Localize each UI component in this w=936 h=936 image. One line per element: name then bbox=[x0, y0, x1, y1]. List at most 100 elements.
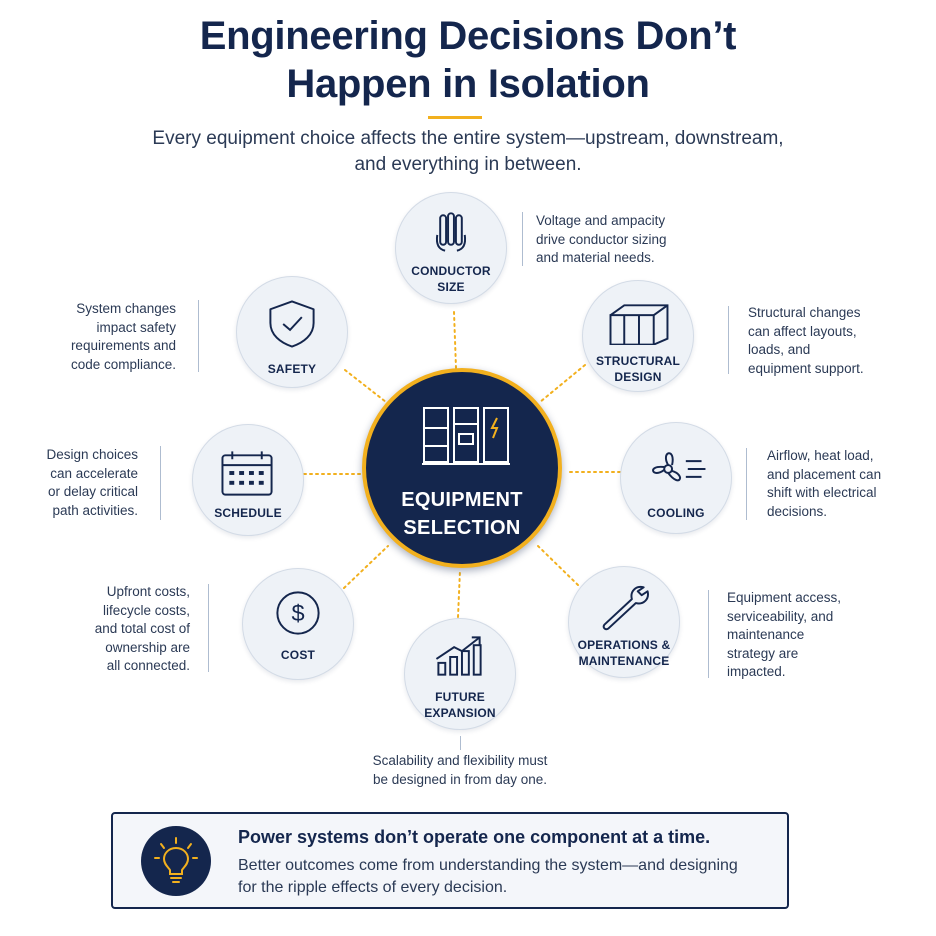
future-label-line-2: EXPANSION bbox=[424, 706, 496, 720]
operations-label-line-2: MAINTENANCE bbox=[578, 654, 670, 668]
structural-label-line-2: DESIGN bbox=[614, 370, 662, 384]
callout-text: Better outcomes come from understanding … bbox=[238, 855, 778, 899]
desc-operations-line: serviceability, and bbox=[727, 608, 834, 624]
operations-label-line-1: OPERATIONS & bbox=[577, 638, 671, 652]
connector-future bbox=[457, 569, 461, 618]
desc-cooling: Airflow, heat load, and placement can sh… bbox=[767, 447, 881, 521]
desc-safety: System changes impact safety requirement… bbox=[40, 300, 176, 374]
title-line-1: Engineering Decisions Don’t bbox=[199, 14, 737, 58]
desc-schedule-line: path activities. bbox=[52, 502, 138, 518]
growth-chart-icon bbox=[435, 636, 482, 676]
conductor-label-line-2: SIZE bbox=[437, 280, 465, 294]
wrench-icon bbox=[602, 585, 649, 631]
callout-text-line-2: for the ripple effects of every decision… bbox=[238, 879, 508, 896]
node-structural-design: STRUCTURAL DESIGN bbox=[582, 280, 694, 392]
desc-cost: Upfront costs, lifecycle costs, and tota… bbox=[40, 583, 190, 676]
desc-safety-line: System changes bbox=[76, 301, 176, 316]
desc-cost-line: lifecycle costs, bbox=[102, 602, 190, 618]
divider-conductor bbox=[522, 212, 523, 266]
subtitle: Every equipment choice affects the entir… bbox=[100, 126, 836, 178]
safety-label-line-1: SAFETY bbox=[267, 362, 317, 376]
divider-operations bbox=[708, 590, 709, 678]
desc-structural-line: Structural changes bbox=[748, 305, 861, 320]
desc-safety-line: code compliance. bbox=[70, 356, 176, 372]
subtitle-line-2: and everything in between. bbox=[354, 154, 582, 175]
cable-icon bbox=[435, 212, 467, 252]
connector-cost bbox=[343, 545, 389, 589]
desc-operations: Equipment access, serviceability, and ma… bbox=[727, 589, 841, 682]
node-safety-label: SAFETY bbox=[237, 361, 347, 377]
desc-conductor: Voltage and ampacity drive conductor siz… bbox=[536, 212, 667, 268]
desc-cost-line: ownership are bbox=[105, 639, 190, 655]
hub-label: EQUIPMENT SELECTION bbox=[366, 486, 558, 542]
title-line-2: Happen in Isolation bbox=[286, 62, 650, 106]
desc-schedule-line: or delay critical bbox=[47, 484, 138, 499]
desc-cooling-line: and placement can bbox=[767, 466, 882, 482]
future-label-line-1: FUTURE bbox=[435, 690, 485, 704]
desc-structural-line: loads, and bbox=[748, 342, 811, 357]
equipment-selection-hub: EQUIPMENT SELECTION bbox=[362, 368, 562, 568]
desc-structural-line: equipment support. bbox=[748, 360, 864, 376]
node-conductor-size: CONDUCTOR SIZE bbox=[395, 192, 507, 304]
divider-cost bbox=[208, 584, 209, 672]
desc-operations-line: maintenance bbox=[727, 627, 805, 642]
desc-operations-line: Equipment access, bbox=[727, 590, 842, 605]
svg-text:$: $ bbox=[291, 600, 304, 626]
node-conductor-label: CONDUCTOR SIZE bbox=[396, 263, 506, 295]
shield-check-icon bbox=[269, 300, 315, 348]
node-future-label: FUTURE EXPANSION bbox=[405, 689, 515, 721]
divider-cooling bbox=[746, 448, 747, 520]
callout-text-line-1: Better outcomes come from understanding … bbox=[238, 857, 738, 874]
desc-schedule-line: Design choices bbox=[46, 447, 138, 462]
desc-cost-line: and total cost of bbox=[94, 621, 190, 636]
subtitle-line-1: Every equipment choice affects the entir… bbox=[152, 128, 784, 149]
node-safety: SAFETY bbox=[236, 276, 348, 388]
divider-safety bbox=[198, 300, 199, 372]
divider-future bbox=[460, 736, 461, 750]
desc-cost-line: Upfront costs, bbox=[106, 584, 190, 599]
desc-structural: Structural changes can affect layouts, l… bbox=[748, 304, 864, 378]
page-title: Engineering Decisions Don’t Happen in Is… bbox=[0, 12, 936, 108]
desc-cost-line: all connected. bbox=[106, 658, 190, 673]
connector-safety bbox=[344, 369, 387, 403]
desc-operations-line: strategy are bbox=[727, 645, 799, 661]
desc-schedule-line: can accelerate bbox=[50, 465, 138, 481]
hub-label-line-1: EQUIPMENT bbox=[401, 489, 523, 511]
node-cost: $ COST bbox=[242, 568, 354, 680]
divider-structural bbox=[728, 306, 729, 374]
desc-structural-line: can affect layouts, bbox=[748, 323, 857, 339]
node-schedule: SCHEDULE bbox=[192, 424, 304, 536]
frame-icon bbox=[609, 304, 669, 345]
fan-icon bbox=[652, 452, 706, 482]
desc-future: Scalability and flexibility must be desi… bbox=[330, 752, 590, 789]
hub-label-line-2: SELECTION bbox=[403, 517, 521, 539]
calendar-icon bbox=[221, 451, 273, 496]
desc-cooling-line: decisions. bbox=[767, 503, 828, 519]
cost-label-line-1: COST bbox=[280, 648, 316, 662]
electrical-panel-icon bbox=[422, 407, 510, 465]
schedule-label-line-1: SCHEDULE bbox=[214, 506, 282, 520]
dollar-icon: $ bbox=[276, 591, 320, 635]
node-structural-label: STRUCTURAL DESIGN bbox=[583, 353, 693, 385]
node-operations-label: OPERATIONS & MAINTENANCE bbox=[569, 637, 679, 669]
desc-cooling-line: shift with electrical bbox=[767, 485, 877, 500]
node-cooling-label: COOLING bbox=[621, 505, 731, 521]
node-future-expansion: FUTURE EXPANSION bbox=[404, 618, 516, 730]
desc-cooling-line: Airflow, heat load, bbox=[767, 448, 874, 463]
lightbulb-badge bbox=[141, 826, 211, 896]
desc-operations-line: impacted. bbox=[727, 664, 786, 679]
node-operations-maintenance: OPERATIONS & MAINTENANCE bbox=[568, 566, 680, 678]
connector-conductor bbox=[453, 311, 457, 369]
conductor-label-line-1: CONDUCTOR bbox=[411, 264, 491, 278]
desc-future-line: Scalability and flexibility must bbox=[372, 753, 548, 768]
title-underline bbox=[428, 116, 482, 119]
desc-conductor-line: and material needs. bbox=[536, 250, 655, 265]
node-cooling: COOLING bbox=[620, 422, 732, 534]
node-cost-label: COST bbox=[243, 647, 353, 663]
connector-structural bbox=[539, 364, 586, 403]
desc-schedule: Design choices can accelerate or delay c… bbox=[10, 446, 138, 520]
cooling-label-line-1: COOLING bbox=[647, 506, 705, 520]
desc-conductor-line: Voltage and ampacity bbox=[536, 213, 666, 228]
node-schedule-label: SCHEDULE bbox=[193, 505, 303, 521]
